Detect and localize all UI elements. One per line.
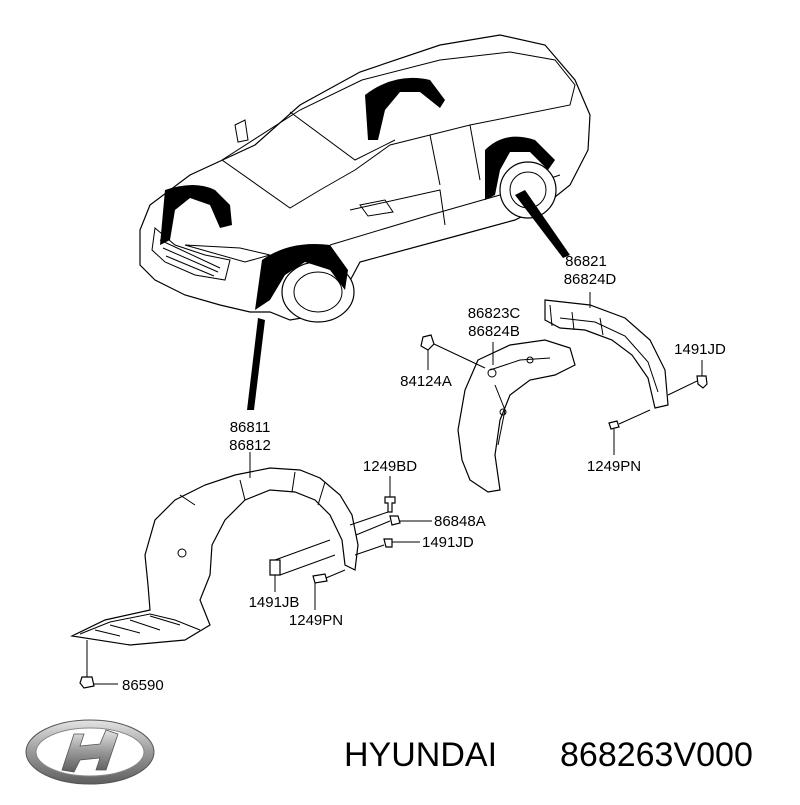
screw-1249pn-rear-icon xyxy=(608,420,620,430)
brand-name: HYUNDAI xyxy=(344,736,497,774)
clip-1491jb-icon xyxy=(269,559,281,576)
clip-1491jd-front-icon xyxy=(383,538,393,548)
label-1249pn-front: 1249PN xyxy=(289,612,343,629)
label-86590: 86590 xyxy=(122,677,164,694)
label-86812: 86812 xyxy=(229,437,271,454)
front-liner-assembly xyxy=(70,467,359,646)
screw-1249pn-front-icon xyxy=(312,573,328,584)
clip-86848a-icon xyxy=(389,515,401,526)
label-86824d: 86824D xyxy=(564,271,617,288)
label-86811: 86811 xyxy=(230,419,271,436)
part-number: 868263V000 xyxy=(560,736,753,774)
rear-fasteners xyxy=(420,292,708,455)
rear-liner-assembly xyxy=(457,299,669,493)
callout-labels: 86821 86824D 86823C 86824B 84124A 1491JD… xyxy=(122,253,726,694)
label-1491jb: 1491JB xyxy=(249,594,300,611)
label-1249pn-rear: 1249PN xyxy=(587,458,641,475)
label-86821: 86821 xyxy=(565,253,607,270)
label-86824b: 86824B xyxy=(468,323,520,340)
car-illustration xyxy=(139,34,591,410)
label-86823c: 86823C xyxy=(468,305,521,322)
front-fasteners xyxy=(79,452,432,689)
hyundai-logo-icon xyxy=(25,719,155,785)
label-86848a: 86848A xyxy=(434,513,486,530)
label-1249bd: 1249BD xyxy=(363,458,417,475)
clip-86590-icon xyxy=(79,676,95,689)
bolt-1249bd-icon xyxy=(384,496,396,513)
label-1491jd-rear: 1491JD xyxy=(674,341,726,358)
label-1491jd-front: 1491JD xyxy=(422,534,474,551)
nut-84124a-icon xyxy=(420,334,435,351)
clip-1491jd-rear-icon xyxy=(696,375,708,389)
label-84124a: 84124A xyxy=(400,373,452,390)
